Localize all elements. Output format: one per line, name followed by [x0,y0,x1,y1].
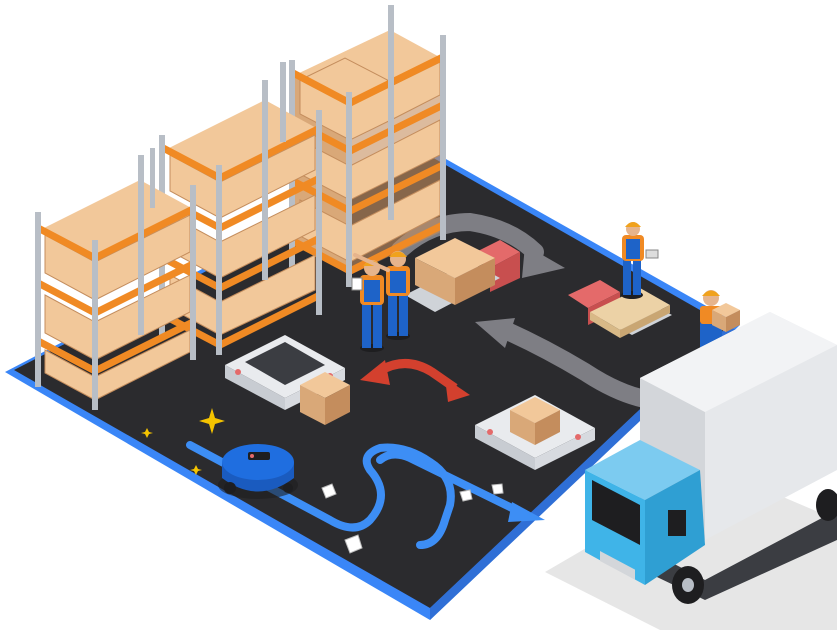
agv-right [475,395,595,470]
red-double-arrow [360,359,470,402]
grey-flow-arrow-lower [496,321,659,409]
delivery-truck [585,312,837,604]
worker-pointing [353,251,410,340]
sparkles [141,408,225,475]
worker-with-tablet [621,222,659,299]
pallet-jack-empty [568,280,672,338]
rack-front [35,148,196,410]
loose-box [300,372,350,425]
robot-path [186,441,524,549]
cleaning-robot [218,444,298,499]
grey-arrow-head-lower [475,318,515,348]
pallet-jack-loaded [405,238,520,312]
robot-path-arrow-head [508,502,545,522]
grey-arrow-head-upper [522,245,565,278]
storage-racks [35,5,446,410]
paper-debris [321,483,504,554]
